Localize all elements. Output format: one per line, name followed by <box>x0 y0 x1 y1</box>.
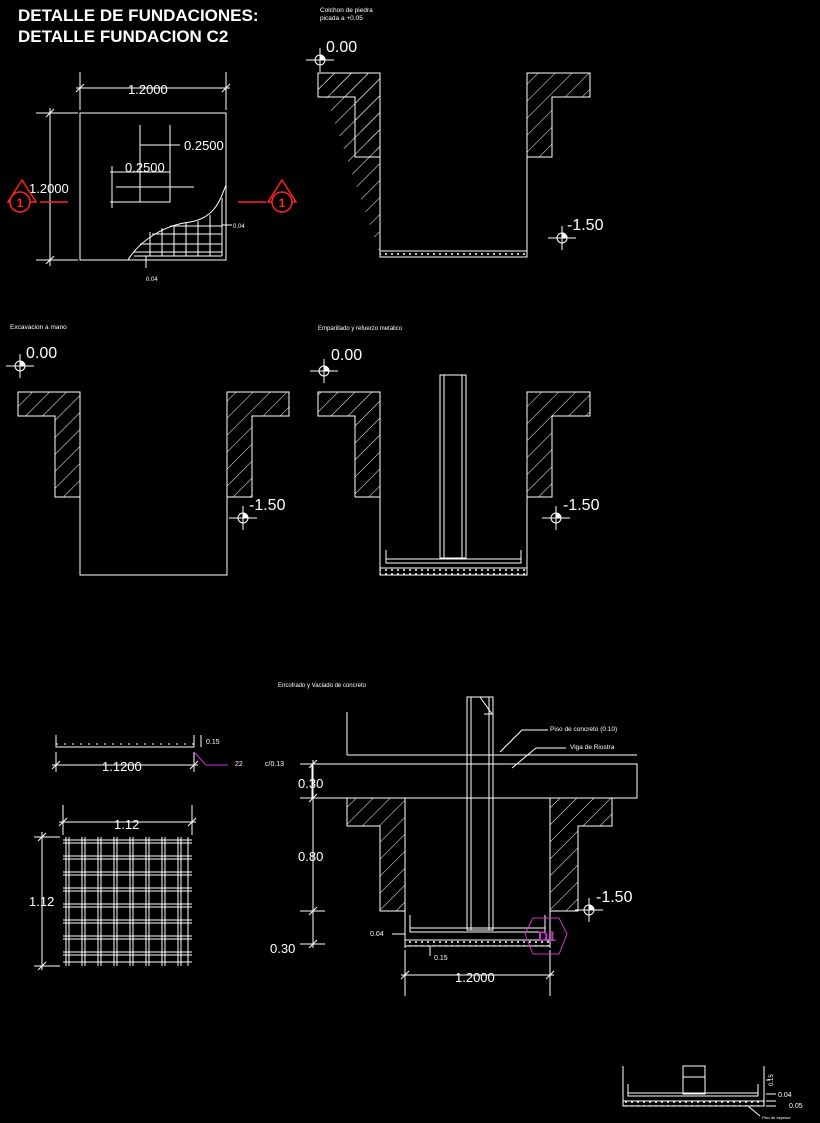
section-marker-left-number: 1 <box>17 196 24 210</box>
plan-cover-right: 0.04 <box>233 224 245 230</box>
s4-section <box>300 696 638 996</box>
s3-column-cage <box>439 374 467 559</box>
detail-d1 <box>622 1065 776 1117</box>
s1-level-bottom: -1.50 <box>567 217 604 234</box>
bar-spec-a: 22 <box>235 761 243 768</box>
bar-spec-b: c/0.13 <box>265 761 284 768</box>
s4-dim-030-bottom: 0.30 <box>270 941 295 956</box>
s2-level-bottom-symbol <box>229 506 257 530</box>
s1-level-top: 0.00 <box>326 39 357 56</box>
d1-label: Piso de espesor <box>762 1115 791 1120</box>
title-line-2: DETALLE FUNDACION C2 <box>18 27 228 46</box>
s4-level-bottom: -1.50 <box>596 889 633 906</box>
s2-level-bottom: -1.50 <box>249 497 286 514</box>
bar-dim-hook: 0.15 <box>206 739 220 746</box>
detail-tag-d1: D1 <box>524 917 568 955</box>
s3-caption: Emparillado y refuerzo metalico <box>318 326 403 332</box>
s2-level-top: 0.00 <box>26 345 57 362</box>
section-marker-left: 1 <box>6 178 38 213</box>
bar-dim-length: 1.1200 <box>102 759 142 774</box>
s1-level-top-symbol <box>306 48 334 72</box>
section-marker-right: 1 <box>266 178 298 213</box>
s2-caption: Excavacion a mano <box>10 324 67 331</box>
s3-excavation <box>317 391 591 576</box>
s3-level-bottom: -1.50 <box>563 497 600 514</box>
mesh-detail <box>34 805 197 971</box>
plan-view <box>36 72 266 268</box>
s3-level-bottom-symbol <box>542 506 570 530</box>
s4-dim-015: 0.15 <box>434 955 448 962</box>
mesh-dim-width: 1.12 <box>114 817 139 832</box>
s1-excavation <box>317 72 591 258</box>
d1-dim-b: 0.04 <box>778 1092 792 1099</box>
section-marker-right-number: 1 <box>279 196 286 210</box>
s2-excavation <box>17 391 290 576</box>
s1-note-line-2: picada a +0.05 <box>320 15 363 22</box>
d1-dim-c: 0.05 <box>789 1103 803 1110</box>
bar-detail <box>51 735 228 772</box>
s4-dim-004: 0.04 <box>370 931 384 938</box>
s4-dim-030-top: 0.30 <box>298 776 323 791</box>
plan-column-dim-a: 0.2500 <box>184 138 224 153</box>
s4-label-viga: Viga de Riostra <box>570 744 615 751</box>
s2-level-top-symbol <box>6 354 34 378</box>
s1-level-bottom-symbol <box>548 226 576 250</box>
s4-caption: Encofrado y Vaciado de concreto <box>278 683 367 689</box>
d1-dim-a: 0.15 <box>769 1074 775 1086</box>
plan-column-dim-b: 0.2500 <box>125 160 165 175</box>
title-line-1: DETALLE DE FUNDACIONES: <box>18 6 259 25</box>
mesh-dim-height: 1.12 <box>29 894 54 909</box>
plan-cover-bottom: 0.04 <box>146 277 158 283</box>
s4-level-bottom-symbol <box>575 898 603 922</box>
s3-level-top: 0.00 <box>331 347 362 364</box>
s4-label-piso: Piso de concreto (0.10) <box>550 726 617 733</box>
plan-dim-height: 1.2000 <box>29 181 69 196</box>
plan-dim-width: 1.2000 <box>128 82 168 97</box>
detail-tag-d1-text: D1 <box>538 928 556 944</box>
s3-level-top-symbol <box>310 359 338 383</box>
s4-dim-width: 1.2000 <box>455 970 495 985</box>
s1-note-line-1: Colchon de piedra <box>320 7 373 14</box>
s4-dim-080: 0.80 <box>298 849 323 864</box>
